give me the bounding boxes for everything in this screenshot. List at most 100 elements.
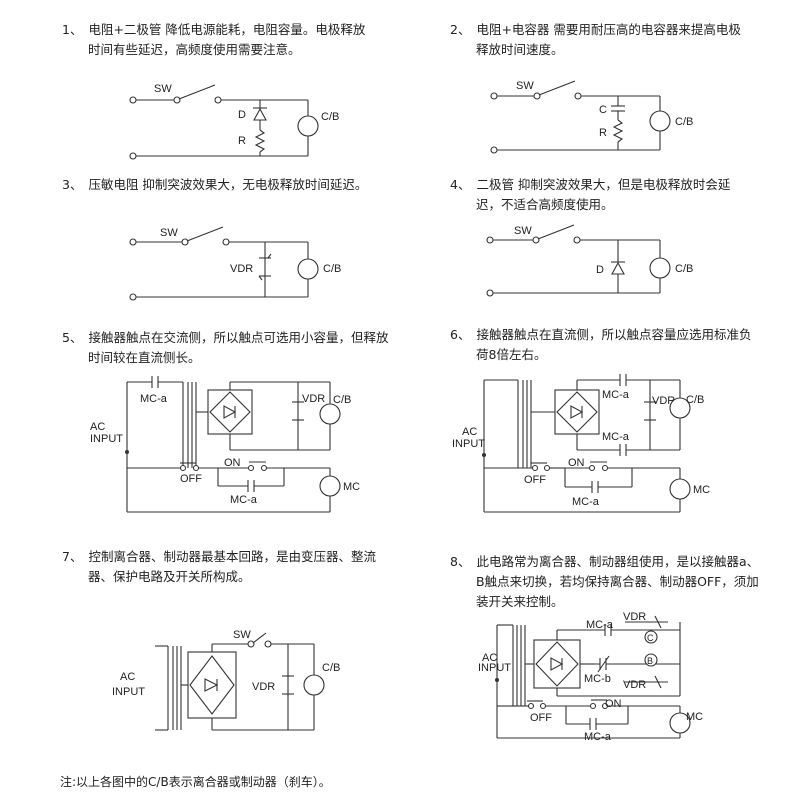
circuit-4: SW D C/B (486, 224, 693, 297)
diode-symbol (611, 261, 625, 275)
brake-label: B (647, 656, 653, 666)
on-label: ON (224, 457, 241, 469)
cb-label: C/B (323, 263, 341, 275)
caption-line: 此电路常为离合器、制动器组使用，是以接触器a、 (476, 554, 760, 569)
vdr-label: VDR (652, 395, 675, 407)
caption-number: 7、 (62, 549, 83, 564)
caption-number: 8、 (450, 554, 471, 569)
r-label: R (599, 127, 607, 139)
cb-label: C/B (321, 111, 339, 123)
vdr-label: VDR (623, 679, 646, 691)
circuit-5: MC-a AC INPUT VDR C/B (90, 376, 360, 513)
vdr-label: VDR (252, 681, 275, 693)
caption-line: 二极管 抑制突波效果大，但是电极释放时会延 (476, 177, 731, 192)
caption-line: 时间有些延迟，高频度使用需要注意。 (88, 42, 301, 57)
mc-b-label: MC-b (584, 673, 611, 685)
ac-label: AC (120, 671, 135, 683)
bridge-rectifier (209, 391, 251, 433)
cb-coil (319, 403, 341, 425)
switch-blade (186, 226, 224, 242)
caption-3: 3、压敏电阻 抑制突波效果大，无电极释放时间延迟。 (62, 175, 367, 195)
vdr-symbol (654, 675, 662, 689)
cb-label: C/B (686, 394, 704, 406)
input-label: INPUT (112, 686, 145, 698)
off-label: OFF (530, 712, 552, 724)
mc-label: MC (343, 481, 360, 493)
ac-label: AC (90, 421, 105, 433)
mc-coil (319, 475, 341, 497)
footnote: 注:以上各图中的C/B表示离合器或制动器（刹车）。 (60, 775, 331, 789)
sw-label: SW (233, 629, 251, 641)
ac-label: AC (462, 426, 477, 438)
circuit-3: SW VDR C/B (129, 226, 341, 301)
caption-5: 5、接触器触点在交流侧，所以触点可选用小容量，但释放 时间较在直流侧长。 (62, 328, 388, 368)
brake-coil (644, 653, 658, 667)
off-label: OFF (180, 473, 202, 485)
bridge-rectifier (556, 391, 598, 433)
caption-line: 荷8倍左右。 (476, 347, 547, 362)
ac-label: AC (482, 652, 497, 664)
switch-blade (178, 84, 216, 100)
cb-coil (297, 258, 319, 280)
mc-label: MC (693, 484, 710, 496)
bridge-rectifier (535, 641, 579, 687)
cb-label: C/B (322, 662, 340, 674)
mc-a-label: MC-a (602, 431, 630, 443)
caption-line: 接触器触点在交流侧，所以触点可选用小容量，但释放 (88, 330, 389, 345)
sw-label: SW (160, 227, 178, 239)
vdr-label: VDR (302, 393, 325, 405)
caption-line: B触点来切换，若均保持离合器、制动器OFF，须加 (476, 574, 759, 589)
switch-blade (538, 80, 576, 96)
sw-label: SW (154, 83, 172, 95)
caption-line: 时间较在直流侧长。 (88, 350, 201, 365)
caption-8: 8、此电路常为离合器、制动器组使用，是以接触器a、 B触点来切换，若均保持离合器… (450, 552, 759, 612)
mc-a-label: MC-a (230, 494, 258, 506)
circuit-6: AC INPUT MC-a MC-a VDR (452, 374, 710, 513)
diode-symbol (204, 678, 219, 692)
switch-blade (537, 224, 575, 240)
caption-number: 6、 (450, 327, 471, 342)
diode-symbol (550, 657, 564, 671)
caption-line: 电阻+电容器 需要用耐压高的电容器来提高电极 (476, 22, 741, 37)
circuit-1: SW D R C/B (129, 83, 339, 160)
cb-label: C/B (333, 394, 351, 406)
caption-line: 压敏电阻 抑制突波效果大，无电极释放时间延迟。 (88, 177, 368, 192)
mc-a-label: MC-a (572, 496, 600, 508)
caption-4: 4、二极管 抑制突波效果大，但是电极释放时会延 迟，不适合高频度使用。 (450, 175, 730, 215)
caption-number: 2、 (450, 22, 471, 37)
mc-a-label: MC-a (586, 619, 614, 631)
caption-number: 5、 (62, 330, 83, 345)
caption-line: 器、保护电路及开关所构成。 (88, 569, 251, 584)
caption-line: 迟，不适合高频度使用。 (476, 197, 614, 212)
vdr-label: VDR (623, 611, 646, 623)
cb-label: C/B (675, 116, 693, 128)
cb-coil (649, 257, 671, 279)
caption-line: 装开关来控制。 (476, 594, 564, 609)
cb-coil (649, 110, 671, 132)
caption-7: 7、控制离合器、制动器最基本回路，是由变压器、整流 器、保护电路及开关所构成。 (62, 547, 376, 587)
mc-a-label: MC-a (140, 393, 168, 405)
input-label: INPUT (90, 433, 123, 445)
diode-symbol (253, 107, 267, 121)
resistor-symbol (612, 119, 624, 143)
input-label: INPUT (478, 662, 511, 674)
on-label: ON (605, 698, 622, 710)
caption-line: 控制离合器、制动器最基本回路，是由变压器、整流 (88, 549, 376, 564)
mc-label: MC (686, 711, 703, 723)
off-label: OFF (524, 474, 546, 486)
mc-a-label: MC-a (602, 389, 630, 401)
circuit-7: AC INPUT SW VDR C/B (112, 629, 340, 731)
diode-symbol (570, 405, 584, 419)
sw-label: SW (516, 80, 534, 92)
mc-a-label: MC-a (584, 731, 612, 743)
input-label: INPUT (452, 438, 485, 450)
clutch-label: C (647, 633, 654, 643)
vdr-label: VDR (230, 263, 253, 275)
circuit-8: AC INPUT MC-a VDR C MC-b (478, 611, 703, 743)
d-label: D (596, 264, 604, 276)
resistor-symbol (254, 129, 266, 153)
caption-6: 6、接触器触点在直流侧，所以触点容量应选用标准负 荷8倍左右。 (450, 325, 751, 365)
caption-line: 释放时间速度。 (476, 42, 564, 57)
caption-2: 2、电阻+电容器 需要用耐压高的电容器来提高电极 释放时间速度。 (450, 20, 741, 60)
circuit-2: SW C R C/B (490, 80, 693, 154)
